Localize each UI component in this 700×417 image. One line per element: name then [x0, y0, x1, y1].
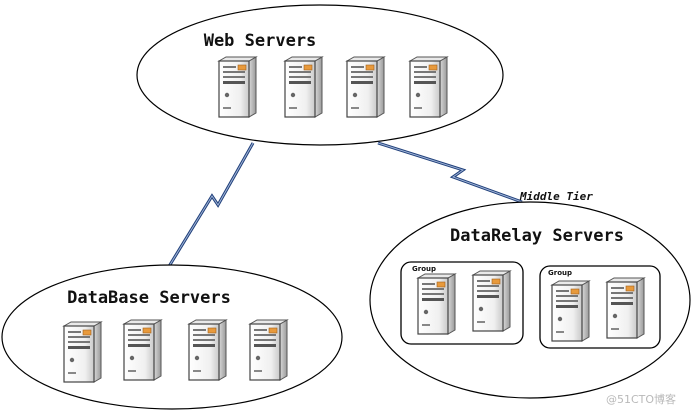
server-icon — [417, 273, 456, 335]
link-web-datarelay: Middle Tier — [377, 141, 593, 204]
server-icon — [606, 277, 645, 339]
datarelay-servers-cluster: DataRelay Servers Group Group — [369, 201, 691, 399]
server-icon — [409, 56, 448, 118]
middle-tier-label: Middle Tier — [519, 190, 593, 203]
lightning-link-icon — [166, 142, 255, 269]
datarelay-servers-ellipse — [369, 201, 691, 399]
web-servers-title: Web Servers — [204, 31, 317, 51]
server-icon — [346, 56, 385, 118]
link-web-database — [166, 142, 255, 269]
database-servers-title: DataBase Servers — [67, 288, 231, 308]
server-icon — [63, 321, 102, 383]
web-servers-cluster: Web Servers — [136, 4, 504, 146]
server-icon — [188, 319, 227, 381]
database-servers-ellipse — [1, 264, 343, 410]
server-icon — [284, 56, 323, 118]
server-icon — [551, 280, 590, 342]
database-servers-cluster: DataBase Servers — [1, 264, 343, 410]
watermark: @51CTO博客 — [606, 392, 676, 406]
server-icon — [249, 319, 288, 381]
datarelay-group-2: Group — [539, 265, 661, 349]
server-icon — [472, 270, 511, 332]
datarelay-group-1: Group — [400, 261, 524, 345]
lightning-link-icon — [377, 141, 523, 204]
group-label: Group — [548, 269, 572, 277]
server-icon — [218, 56, 257, 118]
datarelay-servers-title: DataRelay Servers — [450, 226, 624, 246]
server-icon — [123, 319, 162, 381]
group-label: Group — [412, 265, 436, 273]
